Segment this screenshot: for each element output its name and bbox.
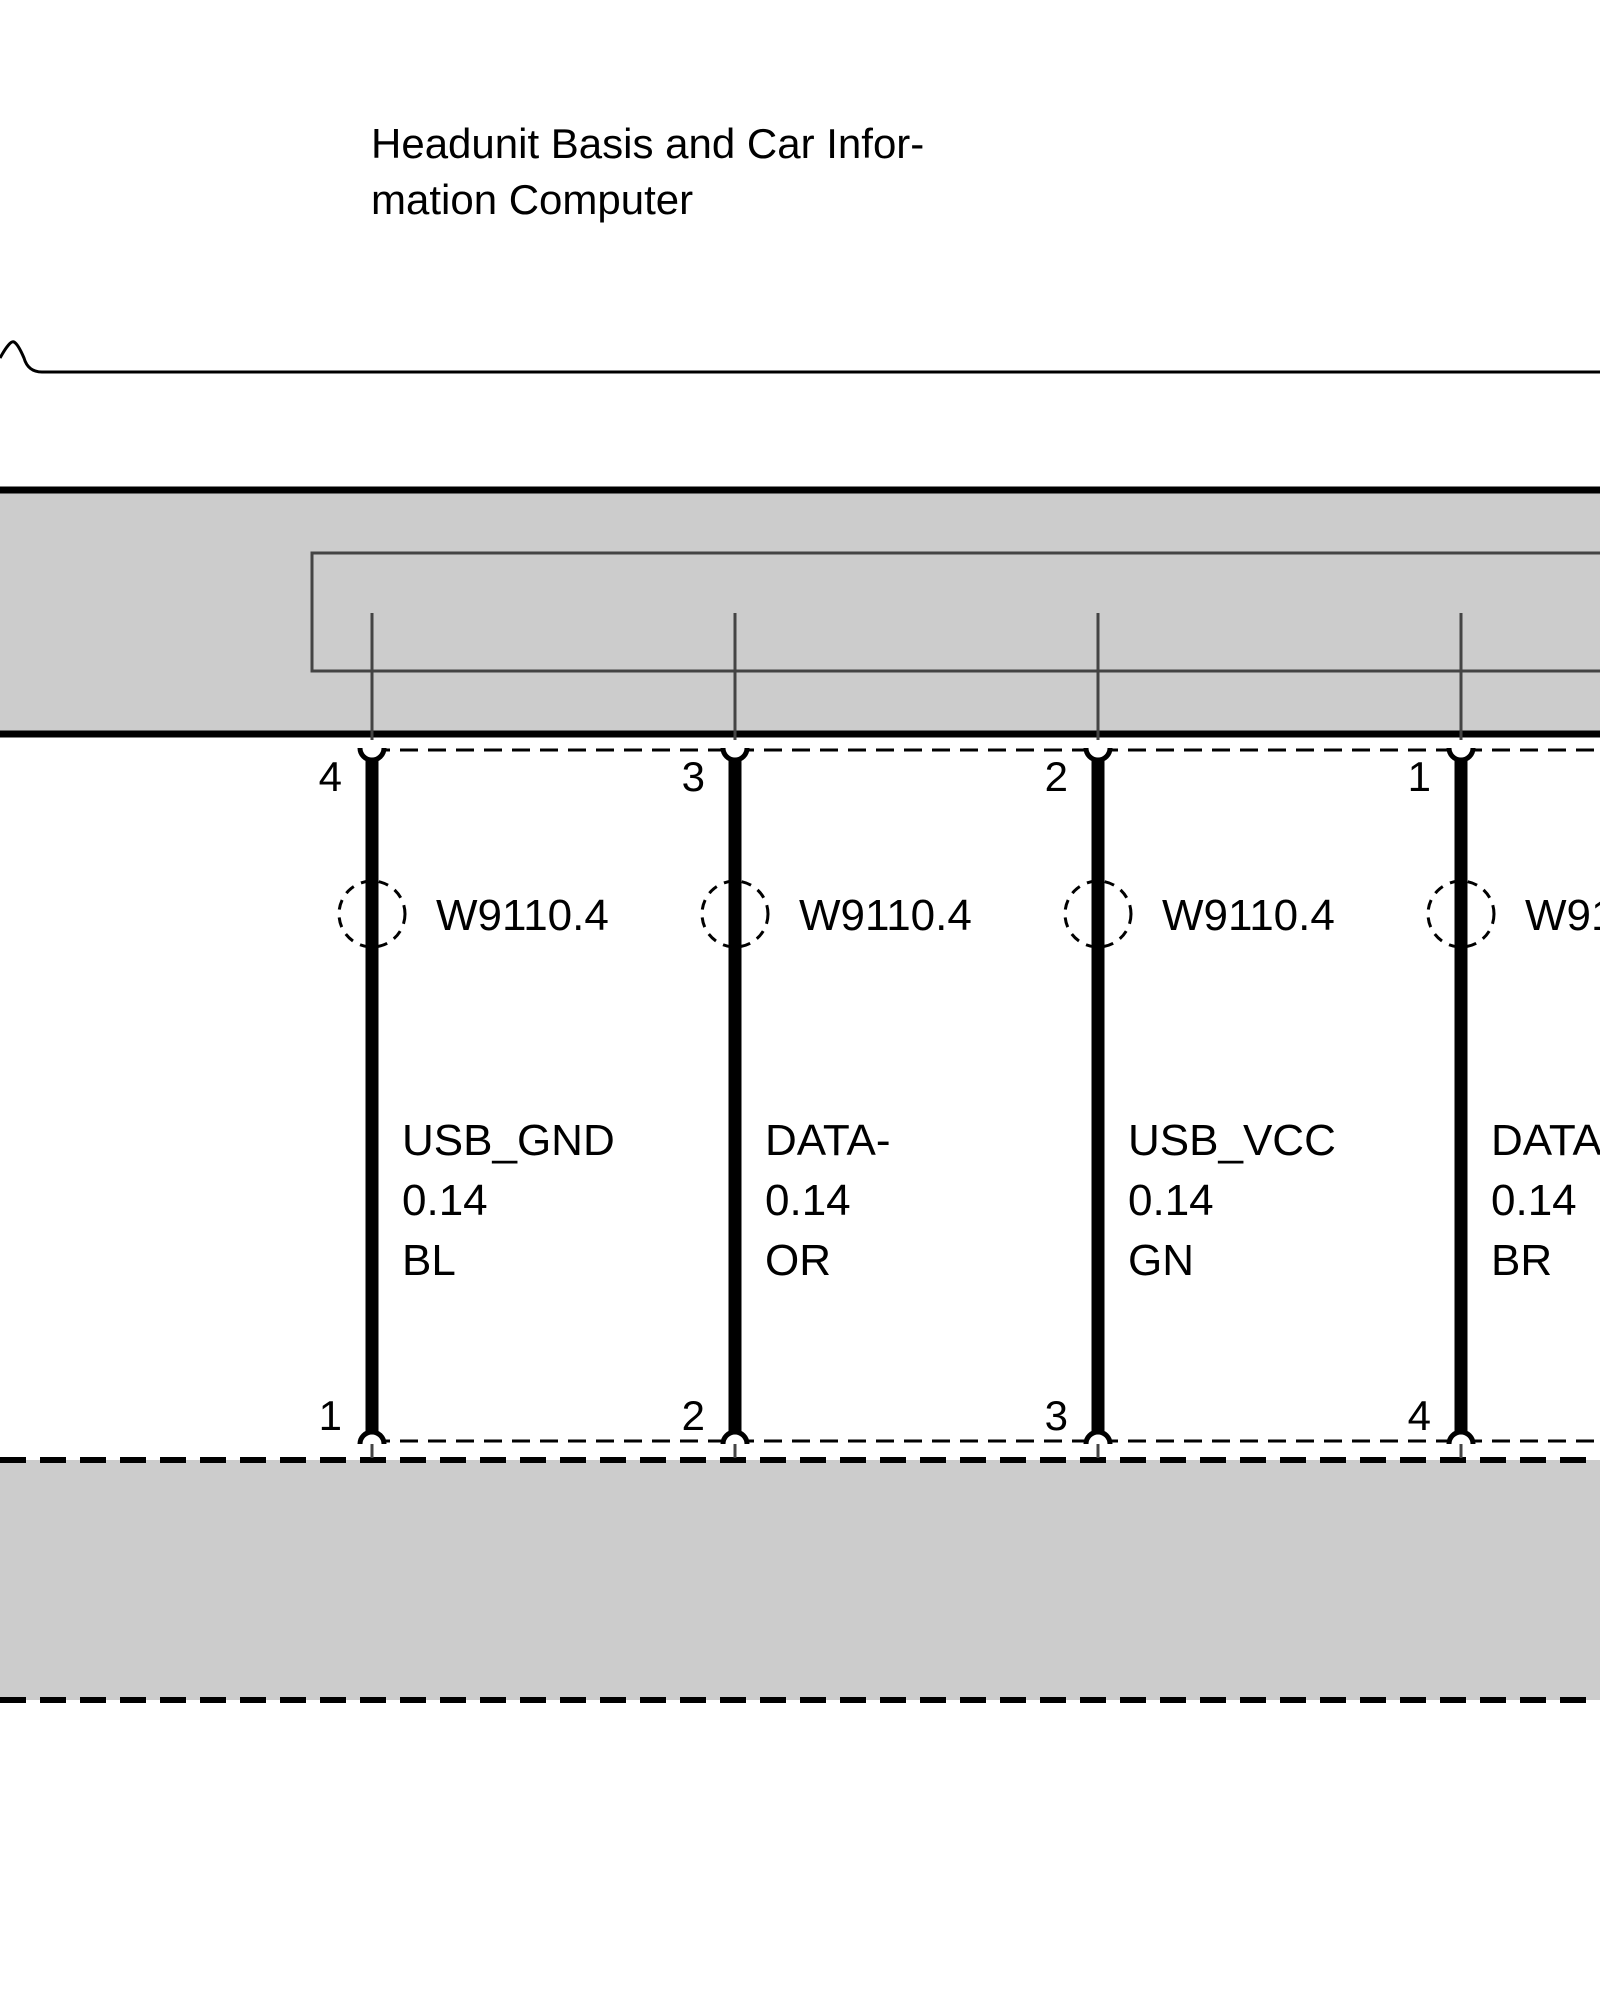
bottom-pin-number: 2 bbox=[682, 1392, 705, 1439]
shield-label: W9110.4 bbox=[436, 891, 609, 940]
wire-signal-name: DATA- bbox=[765, 1116, 890, 1165]
wire-signal-name: DATA+ bbox=[1491, 1116, 1600, 1165]
bottom-pin-number: 3 bbox=[1045, 1392, 1068, 1439]
headunit-component-box bbox=[0, 490, 1600, 735]
wires-layer: 41W9110.4USB_GND0.14BL32W9110.4DATA-0.14… bbox=[319, 613, 1600, 1458]
shield-marker-icon bbox=[700, 879, 770, 949]
shield-label: W9110.4 bbox=[799, 891, 972, 940]
component-title: Headunit Basis and Car Infor- mation Com… bbox=[371, 116, 924, 228]
component-title-line-2: mation Computer bbox=[371, 176, 694, 223]
top-pin-number: 2 bbox=[1045, 753, 1068, 800]
wire-gauge: 0.14 bbox=[765, 1176, 851, 1225]
top-pin-terminal bbox=[1083, 747, 1113, 763]
bottom-pin-terminal bbox=[357, 1429, 387, 1445]
shield-label: W9110.4 bbox=[1525, 891, 1600, 940]
wire-color-code: BL bbox=[402, 1236, 456, 1285]
top-pin-number: 3 bbox=[682, 753, 705, 800]
top-pin-terminal bbox=[1446, 747, 1476, 763]
component-bracket bbox=[0, 340, 1600, 374]
connector-housing bbox=[310, 551, 1600, 673]
shield-marker-icon bbox=[337, 879, 407, 949]
component-title-line-1: Headunit Basis and Car Infor- bbox=[371, 120, 925, 167]
bottom-pin-terminal bbox=[1446, 1429, 1476, 1445]
shield-marker-icon bbox=[1063, 879, 1133, 949]
bottom-pin-number: 4 bbox=[1408, 1392, 1431, 1439]
top-pin-terminal bbox=[720, 747, 750, 763]
bottom-pin-terminal bbox=[720, 1429, 750, 1445]
wire-signal-name: USB_GND bbox=[402, 1116, 615, 1165]
top-pin-number: 1 bbox=[1408, 753, 1431, 800]
bottom-pin-terminal bbox=[1083, 1429, 1113, 1445]
bottom-pin-number: 1 bbox=[319, 1392, 342, 1439]
wire-gauge: 0.14 bbox=[402, 1176, 488, 1225]
wire-gauge: 0.14 bbox=[1491, 1176, 1577, 1225]
wire-gauge: 0.14 bbox=[1128, 1176, 1214, 1225]
shield-label: W9110.4 bbox=[1162, 891, 1335, 940]
wire-color-code: OR bbox=[765, 1236, 831, 1285]
top-pin-number: 4 bbox=[319, 753, 342, 800]
shield-marker-icon bbox=[1426, 879, 1496, 949]
usb-component-box bbox=[0, 1460, 1600, 1700]
top-pin-terminal bbox=[357, 747, 387, 763]
wire-color-code: BR bbox=[1491, 1236, 1552, 1285]
wire-color-code: GN bbox=[1128, 1236, 1194, 1285]
wire-signal-name: USB_VCC bbox=[1128, 1116, 1336, 1165]
